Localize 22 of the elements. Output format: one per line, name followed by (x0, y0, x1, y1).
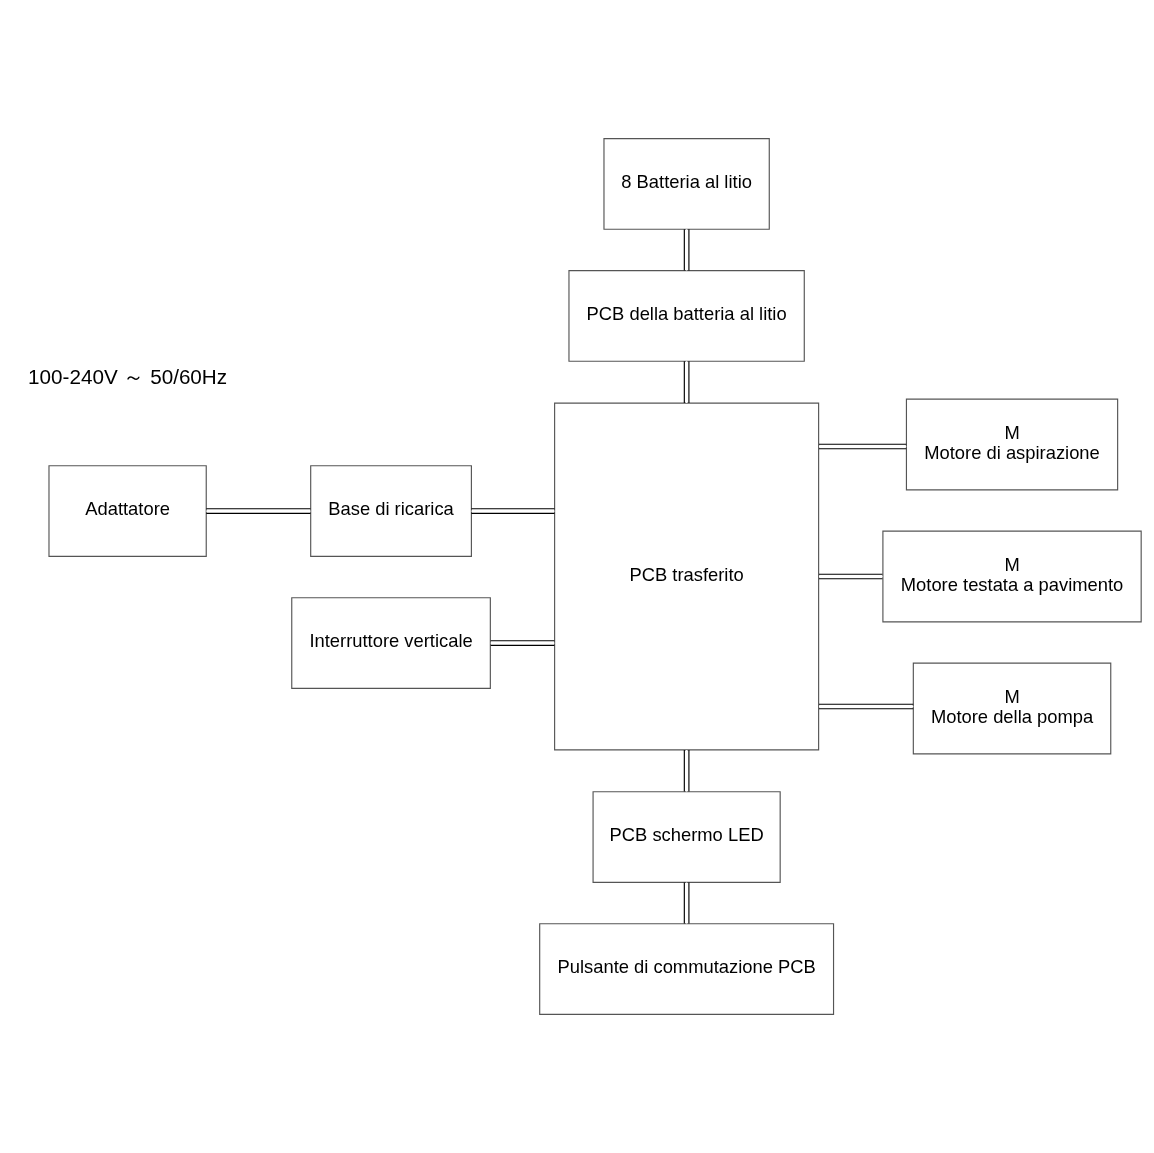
node-box: 8 Batteria al litio (603, 138, 770, 230)
connector (683, 749, 690, 792)
connector (683, 881, 690, 925)
node-box: Pulsante di commutazione PCB (539, 923, 835, 1015)
node-box: PCB trasferito (554, 402, 820, 751)
connector (818, 443, 907, 450)
connector (683, 360, 690, 404)
label: 100-240V ～ 50/60Hz (28, 365, 228, 389)
connector (205, 508, 312, 514)
connector (683, 228, 690, 271)
node-box: Adattatore (48, 465, 207, 557)
node-box: PCB schermo LED (592, 791, 781, 883)
connector (490, 640, 555, 646)
node-box: Base di ricarica (310, 465, 472, 557)
node-box: M Motore testata a pavimento (882, 530, 1142, 623)
node-box: M Motore della pompa (912, 662, 1112, 755)
connector (818, 573, 883, 580)
connector (818, 703, 914, 710)
connector (470, 508, 556, 514)
node-box: M Motore di aspirazione (905, 398, 1119, 491)
node-box: Interruttore verticale (291, 597, 491, 689)
node-box: PCB della batteria al litio (568, 270, 805, 362)
